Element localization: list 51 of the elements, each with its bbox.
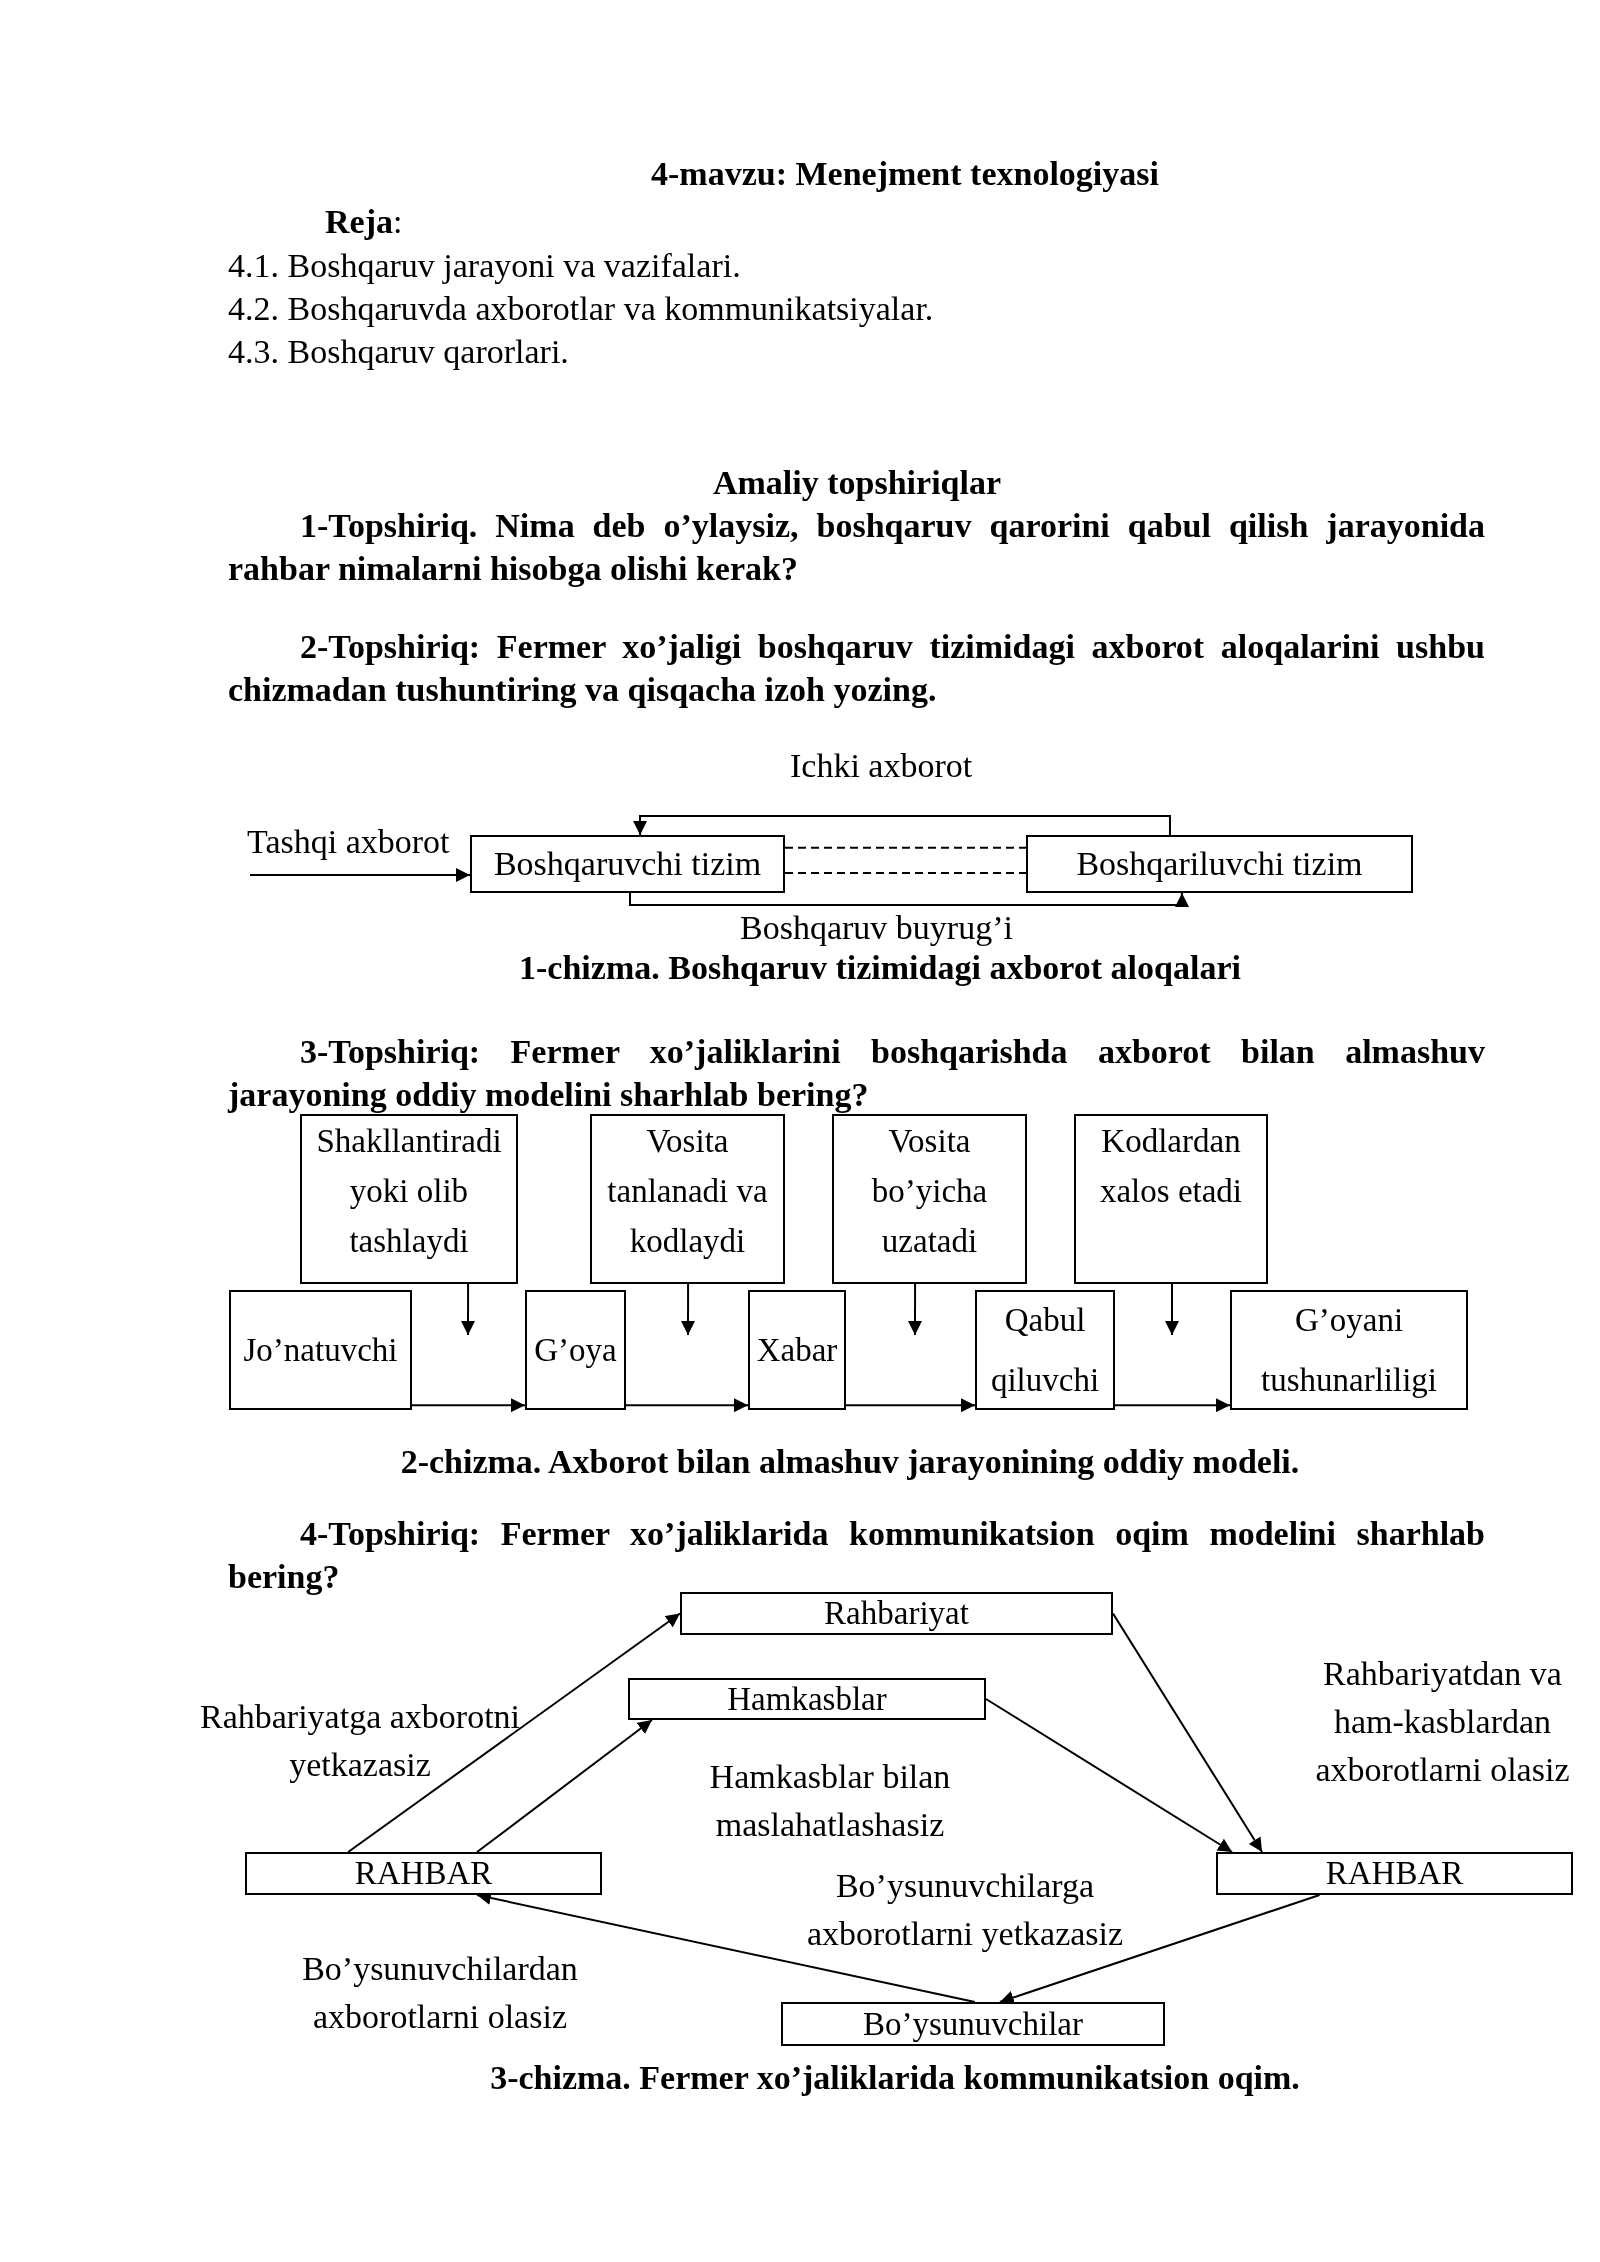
arrow — [629, 892, 1189, 907]
arrow — [461, 1283, 475, 1336]
arrow — [845, 1398, 976, 1413]
text-box: Jo’natuvchi — [229, 1290, 412, 1410]
task-text: 1-Topshiriq. Nima deb o’ylaysiz, boshqaruv qarorini qabul qilish jarayonida rahbar nimalarni hisobga olishi kerak? — [228, 506, 1485, 589]
plan-item: 4.2. Boshqaruvda axborotlar va kommunikatsiyalar. — [228, 289, 935, 329]
text-box: Qabul qiluvchi — [975, 1290, 1115, 1410]
figure-caption: 1-chizma. Boshqaruv tizimidagi axborot aloqalari — [518, 948, 1242, 988]
plan-item: 4.3. Boshqaruv qarorlari. — [228, 332, 570, 372]
arrow — [1165, 1283, 1179, 1336]
plan-heading: Reja: — [325, 202, 404, 242]
text-box: Boshqaruvchi tizim — [470, 835, 785, 893]
section-heading: Amaliy topshiriqlar — [711, 463, 1003, 503]
text-box: Xabar — [748, 1290, 846, 1410]
arrow — [411, 1398, 526, 1413]
annotation-text: Bo’ysunuvchilardan axborotlarni olasiz — [301, 1949, 579, 2037]
arrow — [985, 1698, 1234, 1853]
arrow — [998, 1894, 1321, 2005]
arrow — [908, 1283, 922, 1336]
text-box: Kodlardan xalos etadi — [1074, 1114, 1268, 1284]
figure-caption: 2-chizma. Axborot bilan almashuv jarayonining oddiy modeli. — [399, 1442, 1301, 1482]
text-box: G’oya — [525, 1290, 626, 1410]
text-box: RAHBAR — [1216, 1852, 1573, 1895]
annotation-text: Bo’ysunuvchilarga axborotlarni yetkazasiz — [805, 1866, 1125, 1954]
text-box: Vosita tanlanadi va kodlaydi — [590, 1114, 785, 1284]
text-box: RAHBAR — [245, 1852, 602, 1895]
dashed-line — [784, 846, 1027, 849]
arrow — [1112, 1612, 1264, 1853]
plan-item: 4.1. Boshqaruv jarayoni va vazifalari. — [228, 246, 742, 286]
text-box: Bo’ysunuvchilar — [781, 2002, 1165, 2046]
dashed-line — [784, 872, 1027, 874]
arrow — [1114, 1398, 1231, 1413]
task-text: 2-Topshiriq: Fermer xo’jaligi boshqaruv tizimidagi axborot aloqalarini ushbu chizmadan tushuntiring va qisqacha izoh yozing. — [228, 627, 1485, 710]
page-title: 4-mavzu: Menejment texnologiyasi — [650, 154, 1160, 194]
arrow — [681, 1283, 695, 1336]
annotation-text: Hamkasblar bilan maslahatlashasiz — [708, 1757, 952, 1845]
arrow — [633, 815, 1171, 836]
text-box: Boshqariluvchi tizim — [1026, 835, 1413, 893]
annotation-text: Rahbariyatdan va ham-kasblardan axborotlarni olasiz — [1314, 1654, 1571, 1790]
arrow — [476, 1719, 653, 1853]
figure-caption: 3-chizma. Fermer xo’jaliklarida kommunikatsion oqim. — [489, 2058, 1301, 2098]
text-box: Vosita bo’yicha uzatadi — [832, 1114, 1027, 1284]
annotation-text: Rahbariyatga axborotni yetkazasiz — [198, 1697, 522, 1785]
text-box: Hamkasblar — [628, 1678, 986, 1720]
text-box: Shakllantiradi yoki olib tashlaydi — [300, 1114, 518, 1284]
arrow — [625, 1398, 749, 1413]
text-box: G’oyani tushunarliligi — [1230, 1290, 1468, 1410]
text-box: Rahbariyat — [680, 1592, 1113, 1635]
task-text: 3-Topshiriq: Fermer xo’jaliklarini boshqarishda axborot bilan almashuv jarayoning oddiy modelini sharhlab bering? — [228, 1032, 1485, 1115]
arrow — [347, 1612, 681, 1853]
arrow — [249, 868, 471, 882]
